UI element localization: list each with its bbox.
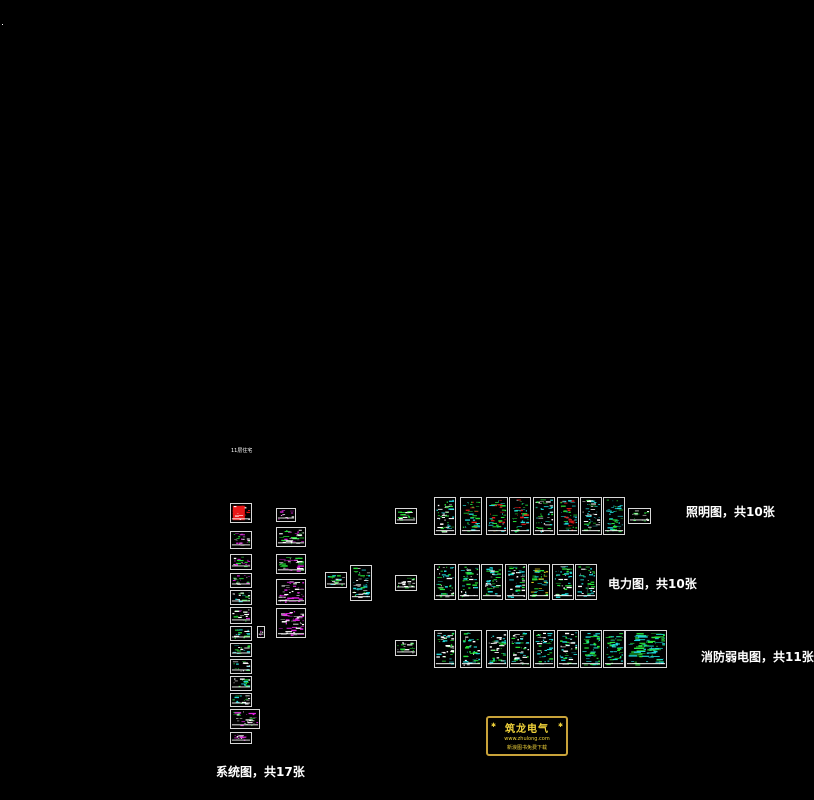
- logo-slogan-text: 新浪图书免费下载: [506, 745, 547, 751]
- system-group-label: 系统图，共17张: [216, 765, 305, 779]
- fire-sheet-thumbnail: [580, 630, 602, 668]
- system-sheet-thumbnail: [230, 626, 252, 641]
- fire-sheet-thumbnail: [557, 630, 579, 668]
- system-sheet-thumbnail: [230, 709, 260, 729]
- logo-site-text: www.zhulong.com: [504, 736, 550, 742]
- system-sheet-thumbnail: [325, 572, 347, 588]
- system-sheet-thumbnail: [230, 573, 252, 588]
- system-sheet-thumbnail: [230, 732, 252, 744]
- fire-sheet-thumbnail: [486, 630, 508, 668]
- fire-sheet-thumbnail: [460, 630, 482, 668]
- power-sheet-thumbnail: [481, 564, 503, 600]
- logo-brand-text: 筑龙电气: [505, 724, 549, 735]
- power-sheet-thumbnail: [434, 564, 456, 600]
- system-sheet-thumbnail: [276, 608, 306, 638]
- lighting-sheet-thumbnail: [580, 497, 602, 535]
- lighting-sheet-thumbnail: [628, 508, 651, 524]
- system-sheet-thumbnail: [350, 565, 372, 601]
- origin-marker: [2, 24, 3, 25]
- zhulong-logo-stamp: ✱ ✱ 筑龙电气 www.zhulong.com 新浪图书免费下载: [486, 716, 568, 756]
- lighting-sheet-thumbnail: [509, 497, 531, 535]
- system-sheet-thumbnail: [230, 643, 252, 657]
- system-sheet-thumbnail: [230, 693, 252, 707]
- system-sheet-thumbnail: [230, 607, 252, 624]
- fire-sheet-thumbnail: [395, 640, 417, 656]
- lighting-sheet-thumbnail: [603, 497, 625, 535]
- system-sheet-thumbnail: [276, 554, 306, 574]
- lighting-sheet-thumbnail: [557, 497, 579, 535]
- power-sheet-thumbnail: [395, 575, 417, 591]
- fire-sheet-thumbnail: [509, 630, 531, 668]
- star-icon: ✱: [557, 722, 563, 729]
- system-sheet-thumbnail: [230, 531, 252, 549]
- system-sheet-thumbnail: [276, 527, 306, 547]
- power-group-label: 电力图，共10张: [608, 577, 697, 591]
- power-sheet-thumbnail: [528, 564, 550, 600]
- fire-sheet-thumbnail: [533, 630, 555, 668]
- fire-weak-current-group-label: 消防弱电图，共11张: [701, 650, 814, 664]
- lighting-sheet-thumbnail: [434, 497, 456, 535]
- fire-sheet-thumbnail: [625, 630, 667, 668]
- lighting-sheet-thumbnail: [395, 508, 417, 524]
- power-sheet-thumbnail: [575, 564, 597, 600]
- system-sheet-thumbnail: [276, 579, 306, 605]
- fire-sheet-thumbnail: [434, 630, 456, 668]
- system-sheet-thumbnail: [230, 554, 252, 570]
- system-sheet-thumbnail: [230, 659, 252, 674]
- lighting-group-label: 照明图，共10张: [686, 505, 775, 519]
- fire-sheet-thumbnail: [603, 630, 625, 668]
- system-sheet-thumbnail: [230, 676, 252, 691]
- star-icon: ✱: [491, 722, 497, 729]
- power-sheet-thumbnail: [551, 564, 574, 600]
- lighting-sheet-thumbnail: [486, 497, 508, 535]
- system-note-thumbnail: [257, 626, 265, 638]
- lighting-sheet-thumbnail: [460, 497, 482, 535]
- power-sheet-thumbnail: [457, 564, 480, 600]
- system-sheet-thumbnail: [230, 590, 252, 605]
- system-sheet-thumbnail: [276, 508, 296, 522]
- project-title-label: 11层住宅: [231, 448, 253, 454]
- system-sheet-thumbnail: [230, 503, 252, 523]
- power-sheet-thumbnail: [504, 564, 527, 600]
- lighting-sheet-thumbnail: [533, 497, 555, 535]
